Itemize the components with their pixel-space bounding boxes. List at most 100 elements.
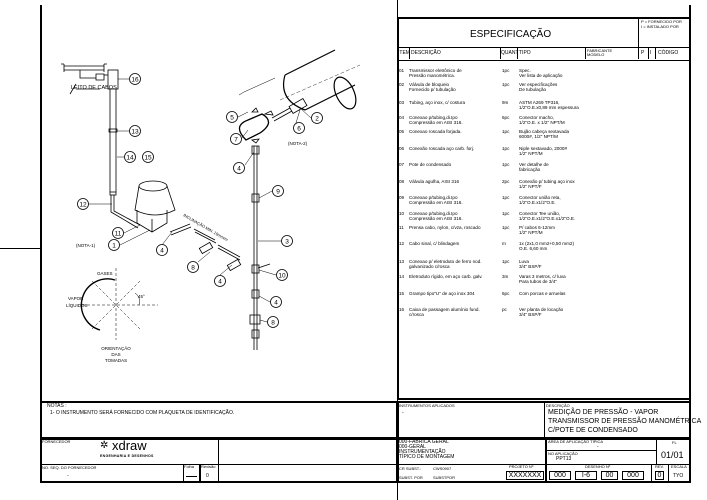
description-label: DESCRIÇÃO <box>546 403 570 408</box>
block-divider <box>40 464 398 465</box>
col-divider <box>648 47 649 59</box>
orientation-diagram <box>80 268 158 340</box>
instruments-label: INSTRUMENTOS APLICADOS <box>399 403 455 408</box>
spec-description: Conexão roscada aço carb. forj. <box>409 146 475 151</box>
header-manufacturer: FABRICANTE MODELO <box>587 48 613 57</box>
subst-by-label: SUBST. POR <box>399 475 423 480</box>
spec-description: Prensa cabo, nylon, c/vza, roscado <box>409 225 481 230</box>
drawing-id-block <box>397 438 691 483</box>
conduit <box>108 89 141 229</box>
col-divider <box>638 47 639 59</box>
sheet-value-line <box>186 476 197 477</box>
orientation-caption-3: TOMADAS <box>105 358 127 363</box>
description-line-2: TRANSMISSOR DE PRESSÃO MANOMÉTRICA <box>548 418 702 425</box>
spec-description: Caixa de passagem alumínio fund. c/rosca <box>409 307 480 318</box>
spec-description: Conexao p/tubing,di.Ipo Compressão em AI… <box>409 211 463 222</box>
balloon-number: 12 <box>79 201 87 208</box>
spec-description: Grampo tipo"U" de aço inox 304 <box>409 291 475 296</box>
revision-value: 0 <box>206 473 209 479</box>
balloon-4: 4 <box>233 162 245 174</box>
logo-text: xdraw <box>112 438 147 453</box>
balloon-circle <box>124 151 136 163</box>
balloon-circle <box>108 239 120 251</box>
balloon-16: 16 <box>129 73 141 85</box>
balloon-number: 13 <box>131 128 139 135</box>
cable-tray-label: LEITO DE CABOS <box>71 85 117 91</box>
project-value: XXXXXXX <box>506 471 544 480</box>
supplier-label: FORNECEDOR <box>42 439 71 444</box>
spec-description: Conexao p/tubing,di.Ipo Compressão em AI… <box>409 195 463 206</box>
subst-value: CWS0907 <box>433 466 452 471</box>
header-type: TIPO <box>519 50 531 56</box>
balloon-number: 3 <box>285 238 289 245</box>
spec-description: Pote de condensado <box>409 162 452 167</box>
block-divider <box>545 438 547 483</box>
balloon-number: 1 <box>112 242 116 249</box>
balloon-15: 15 <box>142 151 154 163</box>
spec-type: Conector Tee união, 1/2"O.E.x1/2"O.E.x1/… <box>519 211 576 222</box>
logo-mark-icon: ✲ <box>100 440 109 451</box>
spec-type: 1x (2x1,0 mm2+0,50 mm2) O.E. 6,60 mm <box>519 241 575 252</box>
drawing-part-1: 000 <box>549 471 571 480</box>
drawing-label: DESENHO Nº <box>585 464 611 469</box>
balloon-6: 6 <box>293 122 305 134</box>
spec-type: Bujão cabeça sextavada 6000#, 1/2" NPT/M <box>519 129 570 140</box>
spec-item: 07 <box>399 162 405 167</box>
spec-item: 05 <box>399 129 405 134</box>
spec-quantity: 1pc <box>502 129 510 134</box>
block-divider <box>199 464 201 483</box>
spec-type: Ver especificações De tubulação <box>519 82 558 93</box>
balloon-number: 15 <box>144 154 152 161</box>
orientation-liquids: LÍQUIDOS <box>66 302 88 308</box>
org-line-1: 000-FÁBRICA GERAL <box>399 439 449 445</box>
org-line-4: TÍPICO DE MONTAGEM <box>399 454 455 460</box>
note1-ref: (NOTA-1) <box>76 243 96 248</box>
spec-quantity: 1pc <box>502 195 510 200</box>
balloon-1: 1 <box>108 239 120 251</box>
block-divider <box>668 464 669 483</box>
col-divider <box>500 47 501 59</box>
balloon-14: 14 <box>124 151 136 163</box>
spec-type: ASTM A269 TP316, 1/2"O.E.x0,89 mm espess… <box>519 100 579 111</box>
balloon-number: 4 <box>218 278 222 285</box>
block-divider <box>545 450 656 451</box>
org-line-3: INSTRUMENTAÇÃO <box>399 449 446 455</box>
balloon-number: 16 <box>131 76 139 83</box>
junction-box <box>104 69 119 90</box>
spec-item: 01 <box>399 68 405 73</box>
spec-quantity: 3m <box>502 274 509 279</box>
org-line-2: 000-GERAL <box>399 444 426 450</box>
spec-item: 11 <box>399 225 404 230</box>
spec-item: 14 <box>399 274 405 279</box>
orientation-caption-1: ORIENTAÇÃO <box>101 345 131 351</box>
drawing-part-3: 00 <box>601 471 618 480</box>
scale-label: ESCALA <box>671 464 687 469</box>
col-divider <box>409 47 410 59</box>
col-divider <box>517 47 518 59</box>
header-description: DESCRIÇÃO <box>411 50 441 56</box>
spec-type: Luva 3/4" BSP/F <box>519 259 542 270</box>
spec-item: 02 <box>399 82 405 87</box>
description-line-1: MEDIÇÃO DE PRESSÃO - VAPOR <box>548 409 659 416</box>
balloon-number: 5 <box>230 114 234 121</box>
balloon-number: 4 <box>160 247 164 254</box>
balloon-12: 12 <box>77 198 89 210</box>
balloon-circle <box>214 275 226 287</box>
balloon-circle <box>293 122 305 134</box>
orientation-vapor: VAPOR <box>68 296 84 301</box>
balloon-number: 2 <box>315 115 319 122</box>
logo-tagline: ENGENHARIA E DESENHOS <box>100 454 154 458</box>
spec-header-row <box>397 47 691 61</box>
spec-item: 03 <box>399 100 405 105</box>
spec-description: Tubing, aço inox, c/ costura <box>409 100 466 105</box>
spec-quantity: pc <box>502 307 507 312</box>
balloon-number: 8 <box>191 264 195 271</box>
impulse-line-high <box>271 107 293 122</box>
balloon-3: 3 <box>281 235 293 247</box>
